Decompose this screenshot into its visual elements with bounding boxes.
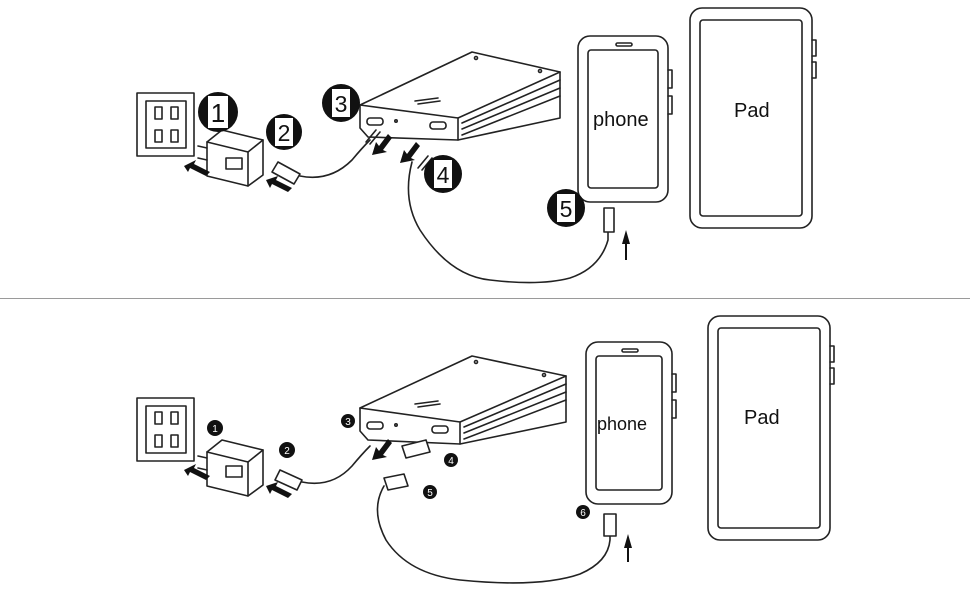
svg-text:2: 2 <box>278 120 291 146</box>
step-badge-5: 5 <box>423 485 437 499</box>
usb-cable-icon <box>274 439 617 584</box>
svg-text:5: 5 <box>427 488 433 499</box>
panel-divider <box>0 298 970 299</box>
phone-label: phone <box>597 414 647 434</box>
wall-charger-icon <box>197 129 264 187</box>
step-badge-2: 2 <box>266 114 302 150</box>
svg-text:2: 2 <box>284 446 290 457</box>
svg-text:1: 1 <box>212 424 218 435</box>
bottom-panel: phone Pad 1 2 3 4 5 6 <box>0 300 970 600</box>
top-panel: phone Pad 1 2 3 4 5 <box>0 0 970 298</box>
pad-device <box>707 315 835 541</box>
wall-outlet-icon <box>136 397 195 462</box>
wall-outlet-icon <box>136 92 195 157</box>
svg-text:4: 4 <box>448 456 454 467</box>
phone-device <box>585 341 677 505</box>
svg-text:3: 3 <box>335 91 348 117</box>
arrow-icon <box>184 134 630 260</box>
svg-text:6: 6 <box>580 508 586 519</box>
step-badge-2: 2 <box>279 442 295 458</box>
step-badge-5: 5 <box>547 189 585 227</box>
step-badge-3: 3 <box>322 84 360 122</box>
step-badge-6: 6 <box>576 505 590 519</box>
step-badge-1: 1 <box>207 420 223 436</box>
usb-cable-icon <box>271 129 615 284</box>
phone-label: phone <box>593 109 649 131</box>
step-badge-3: 3 <box>341 414 355 428</box>
svg-text:3: 3 <box>345 417 351 428</box>
power-bank-icon <box>359 355 567 445</box>
step-badge-1: 1 <box>198 92 238 132</box>
pad-label: Pad <box>734 100 770 122</box>
arrow-icon <box>184 439 632 562</box>
wall-charger-icon <box>197 439 264 497</box>
step-badge-4: 4 <box>444 453 458 467</box>
pad-label: Pad <box>744 407 780 429</box>
svg-text:4: 4 <box>437 162 450 188</box>
svg-text:1: 1 <box>211 98 225 128</box>
step-badge-4: 4 <box>424 155 462 193</box>
phone-device <box>577 35 673 203</box>
power-bank-icon <box>359 51 561 141</box>
pad-device <box>689 7 817 229</box>
svg-text:5: 5 <box>560 196 573 222</box>
